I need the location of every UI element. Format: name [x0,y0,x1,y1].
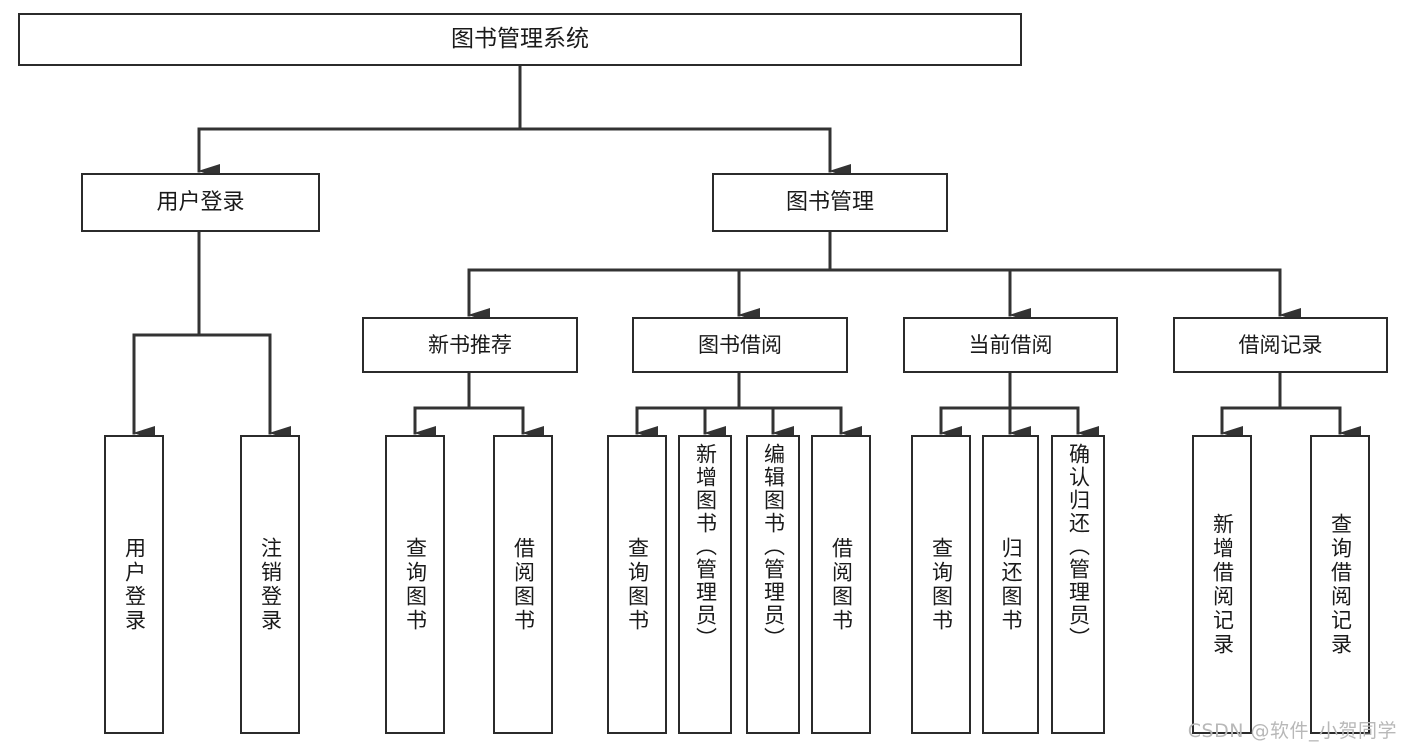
node-leaf-query-book-borrow[interactable]: 查询图书 [607,435,667,734]
node-leaf-confirm-return[interactable]: 确认归还（管理员） [1051,435,1105,734]
node-label: 图书管理系统 [451,26,589,53]
node-leaf-query-record[interactable]: 查询借阅记录 [1310,435,1370,734]
node-label: 用户登录 [122,536,147,633]
node-label: 查询图书 [929,536,954,633]
node-label: 借阅记录 [1238,332,1323,357]
node-leaf-query-book-current[interactable]: 查询图书 [911,435,971,734]
node-borrow-record[interactable]: 借阅记录 [1173,317,1388,373]
node-new-book-recommend[interactable]: 新书推荐 [362,317,578,373]
node-label: 归还图书 [999,536,1023,633]
node-leaf-return-book[interactable]: 归还图书 [982,435,1039,734]
node-user-login[interactable]: 用户登录 [81,173,320,232]
node-label: 注销登录 [258,536,283,633]
node-label: 借阅图书 [829,536,854,633]
node-label: 图书管理 [785,189,874,215]
node-leaf-user-login[interactable]: 用户登录 [104,435,164,734]
node-label: 查询图书 [403,536,428,633]
node-book-borrow[interactable]: 图书借阅 [632,317,848,373]
node-label: 图书借阅 [698,332,782,357]
node-leaf-query-book-recommend[interactable]: 查询图书 [385,435,445,734]
node-label: 用户登录 [156,189,245,215]
node-leaf-user-logout[interactable]: 注销登录 [240,435,300,734]
node-label: 借阅图书 [511,536,536,633]
node-label: 新书推荐 [428,332,512,357]
node-label: 当前借阅 [968,332,1053,357]
node-label: 查询借阅记录 [1328,512,1353,657]
node-label: 查询图书 [625,536,650,633]
node-leaf-borrow-book-borrow[interactable]: 借阅图书 [811,435,871,734]
node-leaf-borrow-book-recommend[interactable]: 借阅图书 [493,435,553,734]
node-label: 确认归还（管理员） [1066,443,1091,650]
node-label: 新增借阅记录 [1210,512,1235,657]
node-book-manage[interactable]: 图书管理 [712,173,948,232]
node-leaf-add-book[interactable]: 新增图书（管理员） [678,435,732,734]
node-label: 新增图书（管理员） [693,443,718,650]
node-root-system[interactable]: 图书管理系统 [18,13,1022,66]
node-leaf-add-record[interactable]: 新增借阅记录 [1192,435,1252,734]
node-current-borrow[interactable]: 当前借阅 [903,317,1118,373]
node-label: 编辑图书（管理员） [761,443,786,650]
node-leaf-edit-book[interactable]: 编辑图书（管理员） [746,435,800,734]
